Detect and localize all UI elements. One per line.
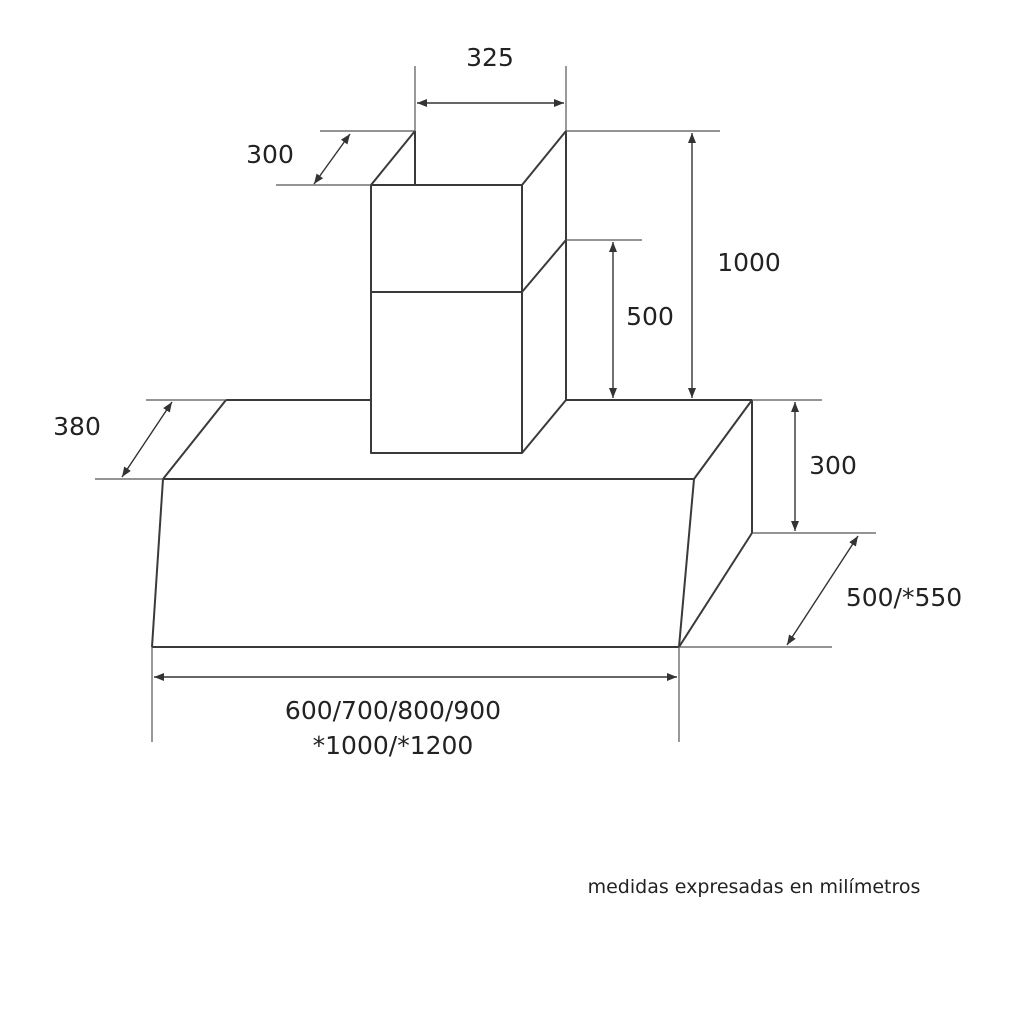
label-chimney-height: 1000 [717,248,781,277]
hood-canopy [151,399,753,648]
chimney-top-right-edge [521,130,567,186]
label-canopy-height: 300 [809,451,857,480]
dim-chimney-depth [313,133,351,185]
label-chimney-width: 325 [466,43,514,72]
units-note: medidas expresadas en milímetros [588,876,921,898]
dim-canopy-depth-bottom [786,535,859,646]
canopy-top-right-edge [693,399,753,480]
canopy-top-left-edge [162,399,227,480]
canopy-bottom-right-edge [678,532,753,648]
dim-canopy-depth-top [121,401,173,478]
extension-lines [95,66,876,742]
label-canopy-depth-bottom: 500/*550 [846,583,962,612]
label-canopy-depth-top: 380 [53,412,101,441]
hood-chimney [370,130,567,454]
label-chimney-section: 500 [626,302,674,331]
label-canopy-width-line1: 600/700/800/900 [285,696,501,725]
chimney-top-left-edge [370,130,416,186]
label-chimney-depth: 300 [246,140,294,169]
chimney-section-split-side [521,239,567,293]
dimension-lines [121,99,859,681]
canopy-front-left-edge [151,478,164,648]
canopy-front-right-edge [678,478,695,648]
dimension-labels: 325 300 1000 500 380 300 500/*550 600/70… [53,43,962,760]
chimney-front-face [370,184,523,454]
chimney-bottom-right-edge [521,399,567,454]
label-canopy-width-line2: *1000/*1200 [313,731,474,760]
